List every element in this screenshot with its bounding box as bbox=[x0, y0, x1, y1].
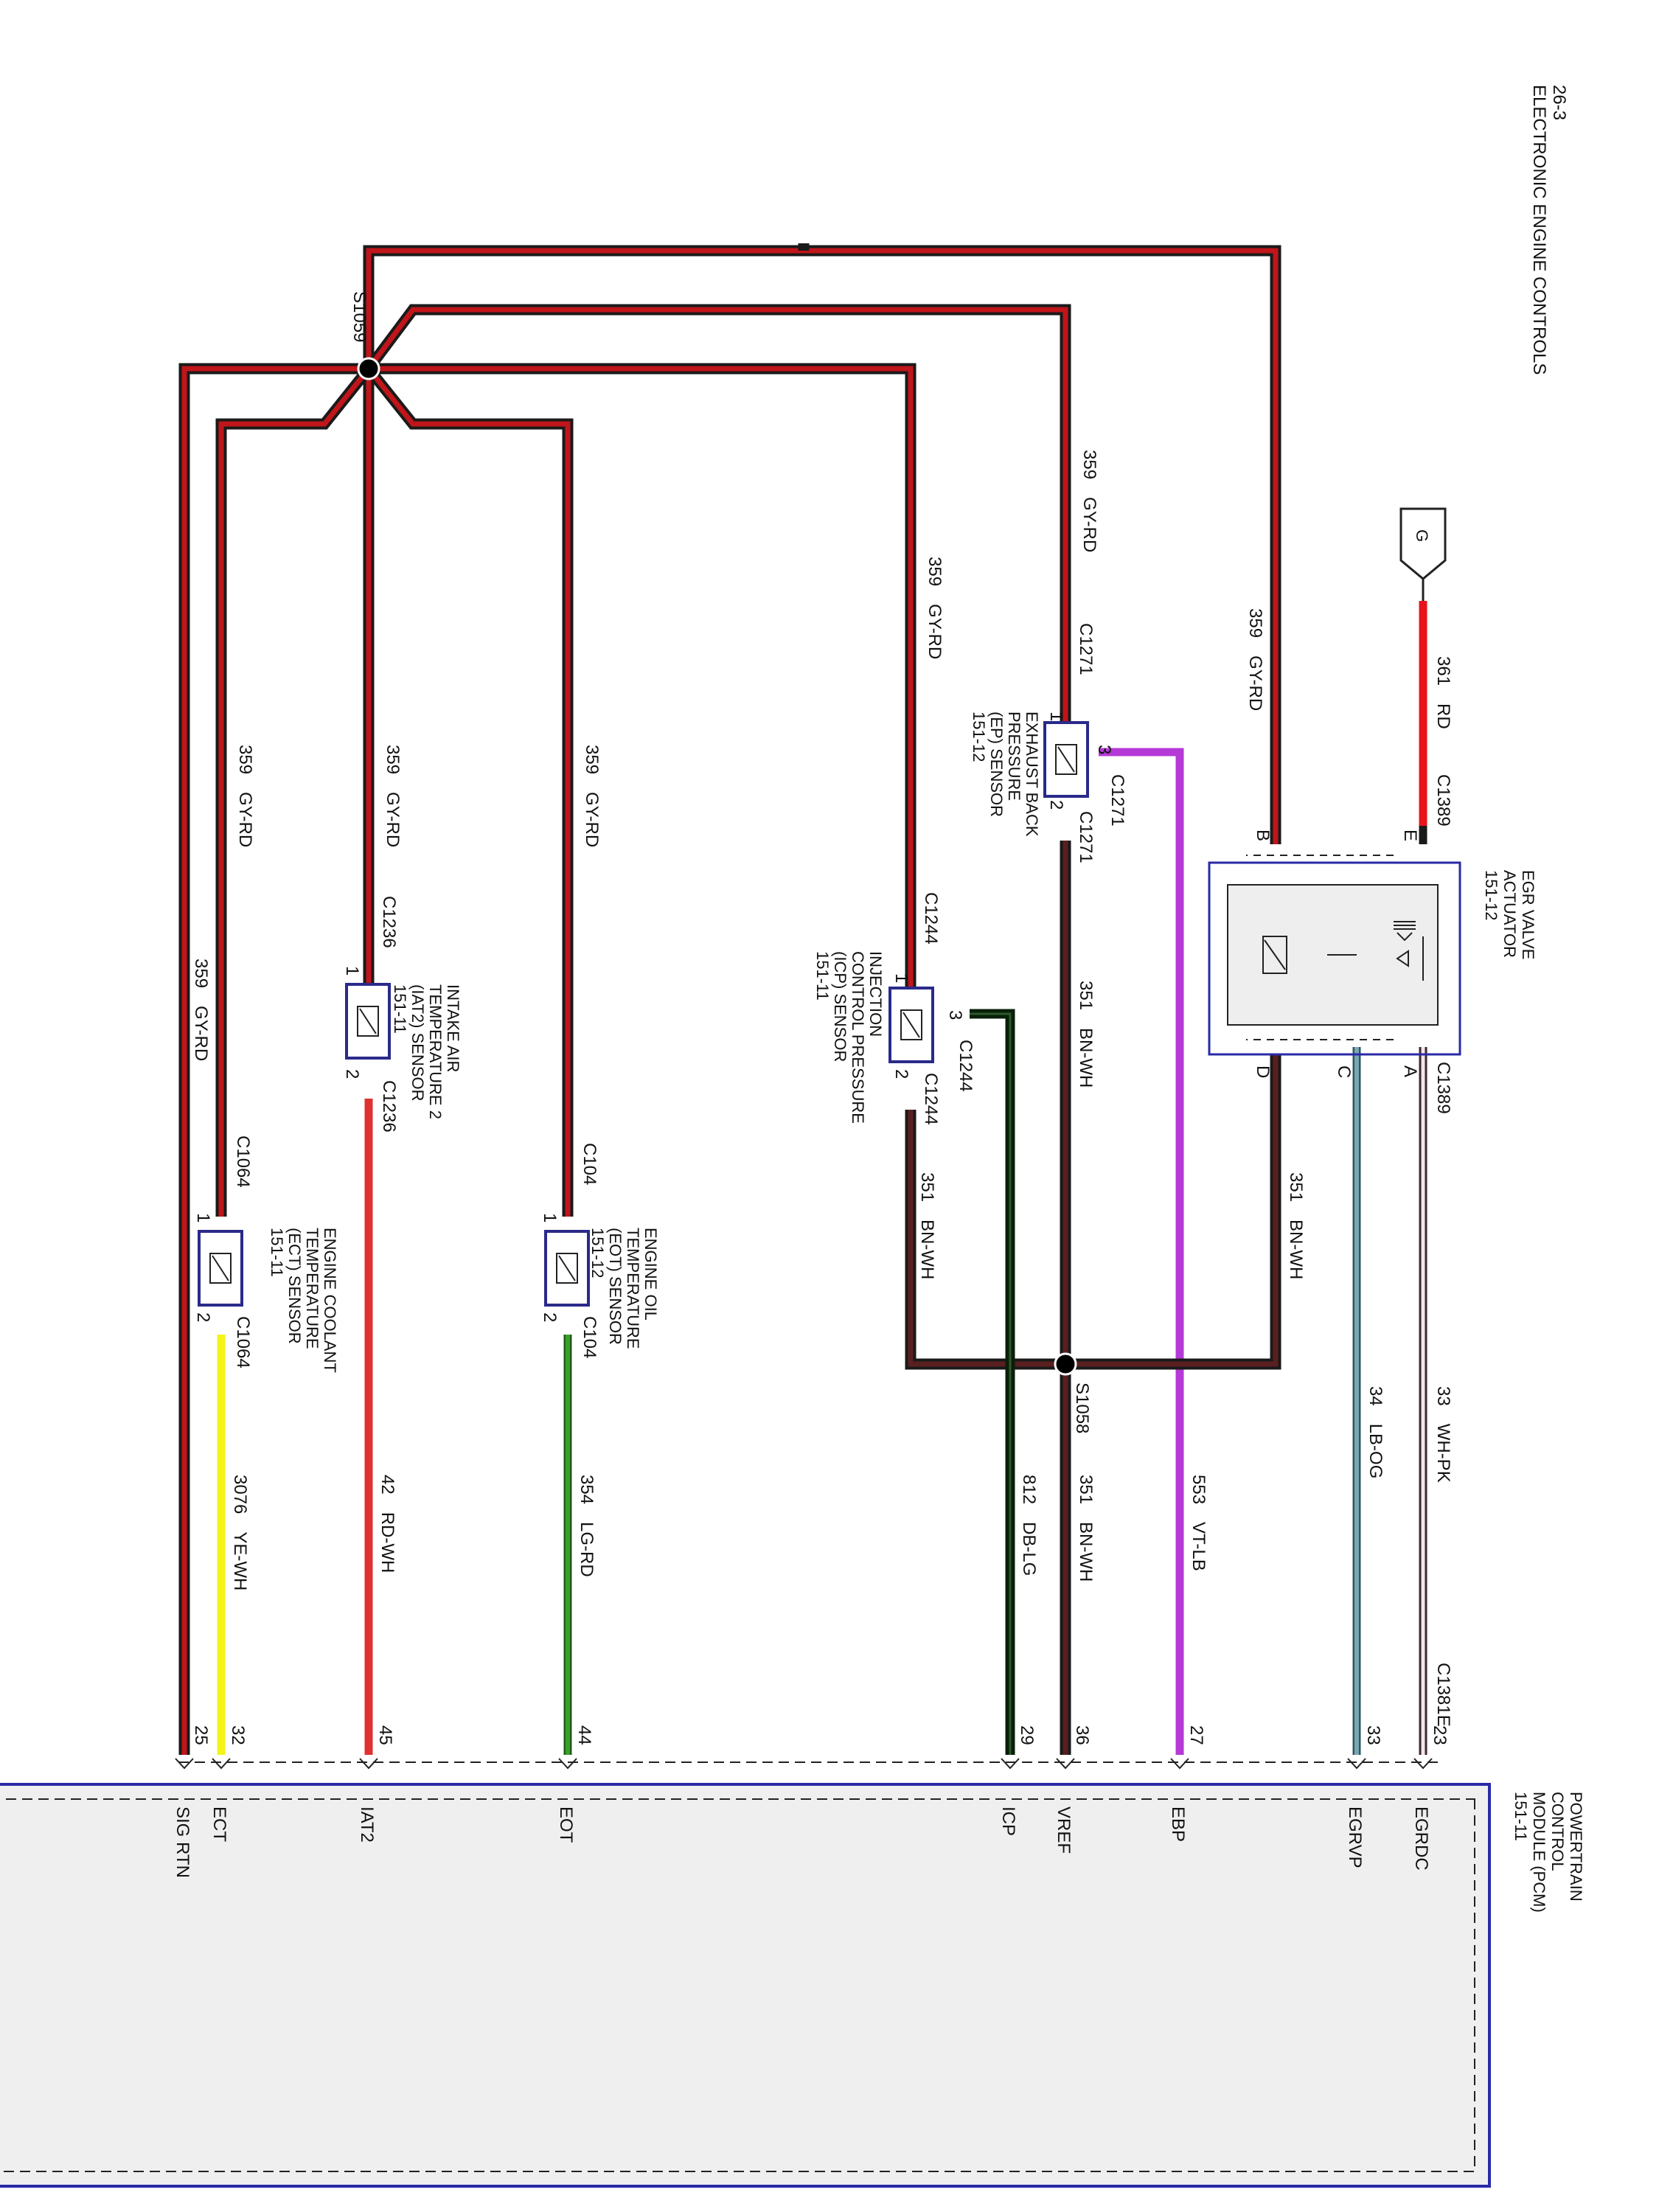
wire-359-label: 359GY-RD bbox=[582, 745, 602, 847]
connector-c1244-label: C1244 bbox=[956, 1040, 975, 1092]
pcm-pin-number: 27 bbox=[1186, 1725, 1206, 1745]
ect-sensor-pin-1: 1 bbox=[193, 1213, 213, 1222]
wire-359-label: 359GY-RD bbox=[1079, 450, 1099, 552]
egr-pin-b: B bbox=[1253, 830, 1273, 841]
wire-359-label: 359GY-RD bbox=[383, 745, 403, 847]
connector-c1064-label: C1064 bbox=[233, 1316, 253, 1368]
pcm-pin-label: IAT2 bbox=[357, 1806, 377, 1843]
connector-c1244-label: C1244 bbox=[921, 1073, 941, 1125]
icp-sensor-pin-2: 2 bbox=[891, 1069, 911, 1079]
pcm-pin-number: 25 bbox=[191, 1725, 211, 1745]
splice-s1058 bbox=[1054, 1352, 1077, 1376]
splice-s1058-label: S1058 bbox=[1072, 1382, 1092, 1433]
pcm-module bbox=[0, 1761, 1491, 2188]
connector-c1389-label: C1389 bbox=[1433, 774, 1453, 827]
splice-s1059-label: S1059 bbox=[349, 291, 369, 342]
eot-sensor-title: ENGINE OIL TEMPERATURE (EOT) SENSOR 151-… bbox=[588, 1228, 660, 1354]
pcm-pin-number: 23 bbox=[1430, 1725, 1450, 1745]
page-reference: 26-3 bbox=[1549, 85, 1569, 120]
ep-sensor-title: EXHAUST BACK PRESSURE (EP) SENSOR 151-12 bbox=[970, 712, 1041, 841]
connector-c104-label: C104 bbox=[580, 1143, 599, 1185]
wire-3076-label: 3076YE-WH bbox=[230, 1475, 250, 1590]
wire-351-label: 351BN-WH bbox=[1076, 1475, 1096, 1582]
wire-351-label: 351BN-WH bbox=[917, 1172, 937, 1279]
iat2-sensor-pin-2: 2 bbox=[342, 1069, 362, 1079]
iat2-sensor-symbol bbox=[345, 983, 391, 1060]
pcm-connector-chevrons bbox=[175, 1758, 1433, 1770]
egr-pin-d: D bbox=[1253, 1065, 1273, 1078]
wire-359-label: 359GY-RD bbox=[1245, 608, 1265, 711]
ep-sensor-pin-3: 3 bbox=[1094, 745, 1114, 754]
wire-361-label: 361RD bbox=[1433, 656, 1453, 729]
pcm-pin-label: ICP bbox=[998, 1806, 1018, 1836]
pcm-pin-number: 29 bbox=[1017, 1725, 1037, 1745]
connector-c1244-label: C1244 bbox=[921, 892, 941, 945]
pcm-pin-number: 32 bbox=[228, 1725, 248, 1745]
connector-c104-label: C104 bbox=[580, 1316, 599, 1358]
wire-553-label: 553VT-LB bbox=[1189, 1475, 1208, 1571]
wire-359-label: 359GY-RD bbox=[191, 959, 211, 1061]
egr-pin-c: C bbox=[1334, 1065, 1354, 1078]
wire-351-label: 351BN-WH bbox=[1076, 981, 1096, 1088]
wire-553-vt-lb bbox=[1099, 748, 1184, 1755]
iat2-sensor-title: INTAKE AIR TEMPERATURE 2 (IAT2) SENSOR 1… bbox=[391, 984, 462, 1124]
ep-sensor-pin-1: 1 bbox=[1046, 712, 1066, 721]
wire-34-label: 34LB-OG bbox=[1366, 1386, 1385, 1478]
icp-sensor-symbol bbox=[888, 987, 934, 1063]
pcm-pin-label: SIG RTN bbox=[173, 1806, 192, 1878]
connector-c1381e-label: C1381E bbox=[1433, 1663, 1453, 1727]
wire-812-db-lg bbox=[970, 1009, 1015, 1755]
connector-c1271-label: C1271 bbox=[1107, 774, 1127, 827]
wire-359-gy-rd bbox=[178, 243, 1281, 1755]
wire-33-label: 33WH-PK bbox=[1433, 1386, 1453, 1483]
pcm-pin-number: 44 bbox=[574, 1725, 594, 1745]
icp-sensor-title: INJECTION CONTROL PRESSURE (ICP) SENSOR … bbox=[813, 951, 885, 1128]
egr-title: EGR VALVE ACTUATOR 151-12 bbox=[1482, 870, 1537, 964]
pcm-pin-label: EOT bbox=[556, 1806, 576, 1843]
pcm-title: POWERTRAIN CONTROL MODULE (PCM) 151-11 bbox=[1512, 1792, 1585, 1917]
wire-351-bn-wh bbox=[905, 841, 1281, 1755]
pcm-pin-number: 36 bbox=[1072, 1725, 1092, 1745]
eot-sensor-symbol bbox=[544, 1230, 590, 1307]
wire-42-label: 42RD-WH bbox=[378, 1475, 397, 1573]
icp-sensor-pin-3: 3 bbox=[945, 1010, 965, 1020]
egr-dashed-link bbox=[1246, 855, 1394, 1040]
pcm-pin-label: EGRVP bbox=[1345, 1806, 1365, 1868]
iat2-sensor-pin-1: 1 bbox=[342, 966, 362, 975]
splice-s1059 bbox=[357, 357, 380, 380]
egr-valve-actuator bbox=[1208, 861, 1461, 1056]
pcm-pin-label: EGRDC bbox=[1411, 1806, 1431, 1871]
wire-359-label: 359GY-RD bbox=[235, 745, 255, 847]
icp-sensor-pin-1: 1 bbox=[891, 973, 911, 983]
ep-sensor-symbol bbox=[1043, 721, 1089, 798]
connector-c1271-label: C1271 bbox=[1076, 623, 1096, 675]
pcm-pin-number: 33 bbox=[1363, 1725, 1383, 1745]
wires bbox=[178, 243, 1427, 1755]
connector-c1236-label: C1236 bbox=[379, 896, 399, 948]
pcm-pin-label: EBP bbox=[1168, 1806, 1188, 1842]
wire-359-label: 359GY-RD bbox=[925, 557, 945, 659]
ep-sensor-pin-2: 2 bbox=[1046, 800, 1066, 810]
connector-c1064-label: C1064 bbox=[233, 1135, 253, 1188]
connector-c1236-label: C1236 bbox=[379, 1080, 399, 1133]
pcm-pin-label: VREF bbox=[1054, 1806, 1074, 1854]
power-source-g bbox=[1399, 507, 1447, 601]
pcm-pin-number: 45 bbox=[375, 1725, 395, 1745]
egr-pin-e: E bbox=[1400, 830, 1420, 841]
power-source-label: G bbox=[1413, 529, 1431, 542]
wire-812-label: 812DB-LG bbox=[1019, 1475, 1039, 1576]
eot-sensor-pin-1: 1 bbox=[540, 1213, 560, 1222]
eot-sensor-pin-2: 2 bbox=[540, 1312, 560, 1322]
ect-sensor-title: ENGINE COOLANT TEMPERATURE (ECT) SENSOR … bbox=[268, 1228, 339, 1377]
pcm-pin-label: ECT bbox=[209, 1806, 229, 1842]
ect-sensor-symbol bbox=[198, 1230, 243, 1307]
connector-c1389-label: C1389 bbox=[1433, 1062, 1453, 1114]
diagram-title: ELECTRONIC ENGINE CONTROLS bbox=[1529, 85, 1549, 375]
ect-sensor-pin-2: 2 bbox=[193, 1312, 213, 1322]
connector-c1271-label: C1271 bbox=[1076, 811, 1096, 863]
wire-351-label: 351BN-WH bbox=[1286, 1172, 1306, 1279]
egr-pin-a: A bbox=[1400, 1065, 1420, 1077]
wire-354-label: 354LG-RD bbox=[577, 1475, 597, 1577]
